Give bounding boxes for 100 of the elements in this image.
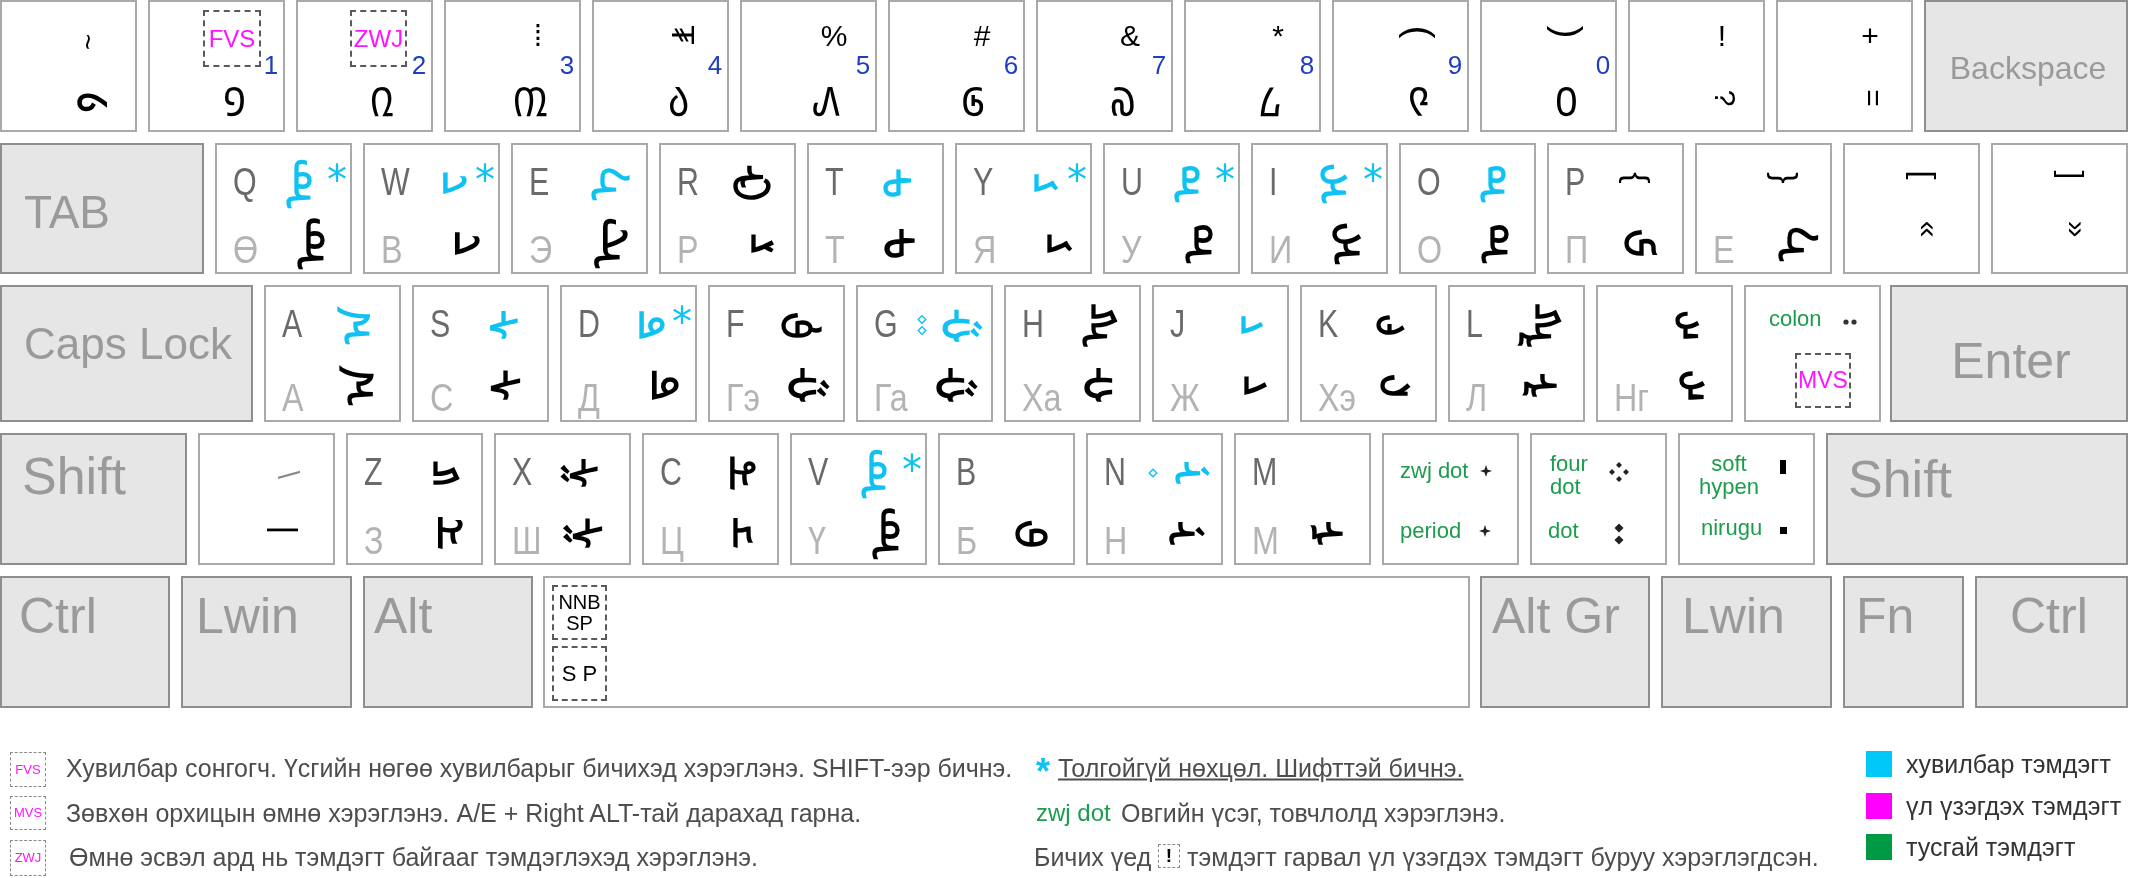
mongolian-glyph: ᠯ — [1518, 371, 1570, 400]
latin-letter: S — [430, 305, 451, 343]
cyrillic-letter: У — [1121, 231, 1142, 269]
mongolian-glyph: ᠺ — [1370, 372, 1422, 399]
cyrillic-letter: В — [381, 231, 403, 269]
key — [198, 433, 335, 565]
cyrillic-letter: З — [364, 522, 384, 560]
latin-letter: X — [512, 453, 533, 491]
symbol-label: \ — [273, 470, 303, 480]
special-label: period — [1400, 520, 1462, 542]
mongolian-glyph: ᠦ — [860, 506, 912, 562]
key — [0, 0, 137, 132]
mongolian-glyph: ᠴ — [712, 516, 764, 551]
symbol-label: ~ — [73, 33, 101, 51]
dashed-tag: S P — [552, 646, 607, 701]
mongolian-glyph: ᠨ — [1156, 519, 1208, 548]
note-text: тэмдэгт гарвал үл үзэгдэх тэмдэгт буруу хэрэглэгдсэн. — [1187, 844, 1819, 870]
mongolian-digit: ᠐ — [1554, 82, 1578, 122]
latin-letter: Y — [973, 163, 994, 201]
cyrillic-letter: Га — [874, 379, 908, 417]
mongolian-glyph: ᠿ — [727, 164, 775, 203]
key — [1086, 433, 1223, 565]
symbol-label: # — [973, 21, 991, 51]
key-label: Alt Gr — [1492, 591, 1620, 641]
latin-letter: P — [1565, 163, 1586, 201]
special-label: zwj dot — [1400, 460, 1469, 482]
latin-letter: Q — [233, 163, 257, 201]
key — [1843, 143, 1980, 274]
cyrillic-letter: Хэ — [1318, 379, 1357, 417]
mongolian-glyph: ᠀ — [64, 90, 112, 115]
mongolian-glyph: ᠮ — [1304, 519, 1356, 548]
latin-letter: M — [1252, 453, 1278, 491]
mongolian-digit: ᠗ — [1109, 82, 1135, 122]
cyrillic-letter: Р — [677, 231, 699, 269]
key — [1480, 0, 1617, 132]
key-label: Ctrl — [2010, 591, 2088, 641]
key — [1547, 143, 1684, 274]
latin-letter: A — [282, 305, 303, 343]
mongolian-glyph: ᠸ — [433, 229, 485, 258]
mongolian-glyph: ᠭ — [926, 366, 979, 405]
latin-letter: Z — [364, 453, 383, 491]
key — [888, 0, 1025, 132]
note-text: Овгийн үсэг, товчлолд хэрэглэнэ. — [1121, 800, 1506, 826]
symbol-label: + — [1861, 21, 1879, 51]
key — [1300, 285, 1437, 422]
mongolian-glyph: ᠧ — [581, 217, 633, 271]
mongolian-digit: ᠒ — [370, 82, 394, 122]
latin-letter: F — [726, 305, 745, 343]
dashed-tag: ZWJ — [350, 10, 407, 67]
cyrillic-letter: Ж — [1170, 379, 1200, 417]
key — [1332, 0, 1469, 132]
modifier-key — [1924, 0, 2128, 132]
modifier-key — [1890, 285, 2128, 422]
key — [346, 433, 483, 565]
latin-letter: R — [677, 163, 699, 201]
variant-glyph: ᠶ* — [1015, 156, 1087, 205]
digit-label: 8 — [1299, 52, 1315, 78]
mongolian-glyph: ᠪ — [1008, 517, 1060, 550]
dashed-tag: MVS — [1795, 353, 1851, 408]
key — [807, 143, 944, 274]
modifier-key — [0, 576, 170, 708]
cyrillic-letter: Л — [1466, 379, 1488, 417]
key — [938, 433, 1075, 565]
modifier-key — [1480, 576, 1650, 708]
key-label: Backspace — [1949, 51, 2107, 84]
latin-letter: U — [1121, 163, 1143, 201]
mongolian-digit: ᠕ — [812, 82, 840, 122]
variant-glyph: ᠠ — [334, 305, 382, 347]
cyrillic-letter: М — [1252, 522, 1279, 560]
mongolian-glyph: ᠻ — [1368, 313, 1416, 338]
cyrillic-letter: И — [1269, 231, 1293, 269]
key — [642, 433, 779, 565]
key — [1251, 143, 1388, 274]
key — [1184, 0, 1321, 132]
digit-label: 0 — [1595, 52, 1611, 78]
note-text: Толгойгүй нөхцөл. Шифттэй бичнэ. — [1058, 755, 1464, 781]
symbol-label: [ — [1908, 170, 1940, 180]
dashed-tag: NNB SP — [552, 585, 607, 640]
cyrillic-letter: Е — [1713, 231, 1735, 269]
digit-label: 6 — [1003, 52, 1019, 78]
note-text: Бичих үед — [1034, 844, 1152, 870]
mongolian-glyph: ᠾ — [1072, 301, 1120, 350]
modifier-key — [0, 433, 187, 565]
variant-glyph: ᠢ* — [1311, 156, 1383, 206]
symbol-label: ( — [1401, 25, 1439, 39]
warning-tag: ! — [1158, 844, 1180, 868]
legend-label: хувилбар тэмдэгт — [1906, 751, 2111, 777]
key — [1399, 143, 1536, 274]
mongolian-glyph: ᠽ — [416, 515, 468, 552]
digit-label: 4 — [707, 52, 723, 78]
mongolian-glyph: ᠭ — [778, 366, 831, 405]
key — [1004, 285, 1141, 422]
key-label: TAB — [24, 188, 111, 235]
modifier-key — [363, 576, 533, 708]
symbol-label: { — [1621, 172, 1655, 184]
note-tag: FVS — [10, 752, 46, 787]
latin-letter: N — [1104, 453, 1126, 491]
key — [412, 285, 549, 422]
mongolian-glyph: ᠹ — [776, 310, 824, 341]
latin-letter: B — [956, 453, 977, 491]
